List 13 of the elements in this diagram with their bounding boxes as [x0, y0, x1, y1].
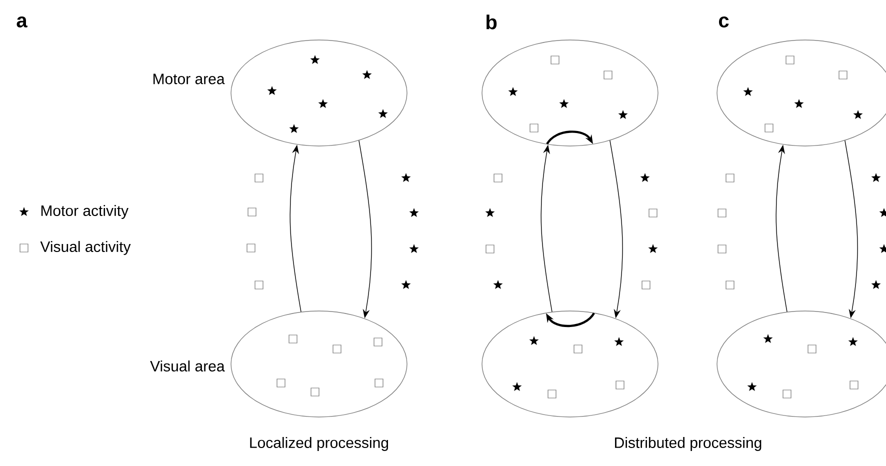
area-label: Motor area [154, 74, 225, 84]
oval [482, 310, 658, 418]
arrow [546, 130, 593, 145]
oval [230, 310, 408, 418]
legend-label: Motor activity [41, 205, 128, 219]
caption: Localized processing [250, 437, 388, 451]
oval [230, 40, 408, 146]
arrow [546, 312, 595, 328]
oval [482, 40, 658, 146]
panel-letter: a [16, 16, 28, 28]
caption: Distributed processing [615, 437, 762, 451]
legend-label: Visual activity [40, 241, 131, 255]
area-label: Visual area [150, 360, 225, 372]
